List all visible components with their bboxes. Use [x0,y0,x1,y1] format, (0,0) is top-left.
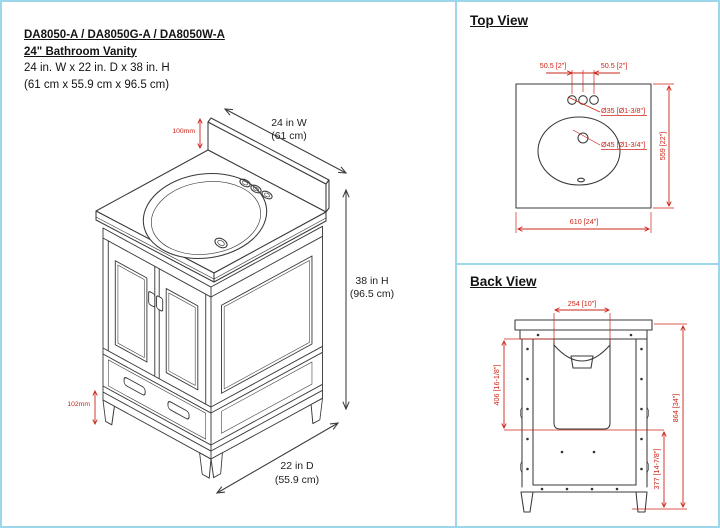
depth-label-cm: (55.9 cm) [275,474,319,486]
top-view-panel: Top View [457,2,718,265]
overflow-hole [577,177,585,183]
sink-basin [142,172,268,260]
cabinet-front-face [102,227,212,479]
overall-height-dimension: 864 [34"] [654,323,687,509]
opening-height-label: 406 [16-1/8"] [492,365,501,406]
faucet-holes-top [567,95,599,105]
overall-height-label: 864 [34"] [671,394,680,423]
back-view-heading: Back View [470,274,537,289]
drain-fitting [570,355,594,369]
back-opening [553,338,611,430]
model-numbers: DA8050-A / DA8050G-A / DA8050W-A [24,29,225,41]
base-height-dimension: 102mm [67,389,98,426]
hole-spacing-left-label: 50.5 [2"] [540,61,567,70]
side-panel [221,255,313,394]
drawer-handle-right [167,401,190,420]
product-name: 24" Bathroom Vanity [24,45,137,58]
door-knob-left [148,291,156,308]
sink-bowl-back [553,344,611,362]
depth-dimension: 22 in D (55.9 cm) [215,422,340,494]
back-stiles [519,338,650,488]
drain-diameter-label: Ø45 [Ø1-3/4"] [601,140,645,149]
width-label-in: 24 in W [271,117,307,129]
sink-top [537,116,621,186]
hole-spacing-dimension: 50.5 [2"] 50.5 [2"] [540,61,628,94]
back-view-drawing: 254 [10"] 406 [16-1/8"] 377 [14-7/8"] 86… [492,299,687,513]
hole-spacing-right-label: 50.5 [2"] [601,61,628,70]
width-label-cm: (61 cm) [271,130,307,142]
back-view-panel: Back View [457,265,718,526]
top-rail-back [519,329,648,340]
door-knob-right [156,295,164,312]
size-centimeters: (61 cm x 55.9 cm x 96.5 cm) [24,78,170,91]
height-label-in: 38 in H [355,275,388,287]
leg-right [310,397,323,425]
top-depth-dimension: 559 [22"] [653,83,674,209]
faucet-diameter-callout: Ø35 [Ø1-3/8"] [567,96,647,116]
isometric-panel: DA8050-A / DA8050G-A / DA8050W-A 24" Bat… [2,2,457,526]
opening-width-label: 254 [10"] [568,299,597,308]
screw-dots [526,333,643,491]
door-left-panel [114,260,148,363]
drawer-handle-left [123,377,146,396]
countertop-outline [515,83,652,209]
vanity-isometric-drawing: 24 in W (61 cm) 38 in H (96.5 cm) 22 in … [67,108,394,494]
backsplash-height-dimension: 100mm [172,117,203,150]
lower-height-label: 377 [14-7/8"] [652,449,661,490]
size-inches: 24 in. W x 22 in. D x 38 in. H [24,62,170,74]
opening-width-dimension: 254 [10"] [553,299,611,343]
back-foot-right [635,491,648,513]
top-depth-label: 559 [22"] [658,132,667,161]
cabinet-side-face [210,225,323,479]
lower-height-dimension: 377 [14-7/8"] [632,430,687,510]
drain-hole [214,237,228,249]
width-dimension: 24 in W (61 cm) [223,108,348,174]
back-foot-left [520,491,534,513]
door-right-panel [165,287,199,391]
top-view-drawing: 50.5 [2"] 50.5 [2"] Ø35 [Ø1-3/8"] Ø45 [Ø… [515,61,674,233]
top-view-heading: Top View [470,13,529,28]
drain-diameter-callout: Ø45 [Ø1-3/4"] [572,129,647,150]
top-width-label: 610 [24"] [570,217,599,226]
height-dimension: 38 in H (96.5 cm) [342,188,394,411]
title-block: DA8050-A / DA8050G-A / DA8050W-A 24" Bat… [24,27,225,93]
faucet-diameter-label: Ø35 [Ø1-3/8"] [601,106,645,115]
depth-label-in: 22 in D [280,460,314,472]
top-width-dimension: 610 [24"] [515,212,652,233]
backsplash-height-label: 100mm [172,128,195,135]
drawer-front [107,359,207,440]
base-height-label: 102mm [67,401,90,408]
leg-left [102,399,115,426]
leg-front [199,452,212,479]
opening-height-dimension: 406 [16-1/8"] [492,338,664,431]
drain-hole-top [577,132,589,144]
back-bottom [520,484,648,513]
height-label-cm: (96.5 cm) [350,288,394,300]
countertop-back [514,319,653,331]
faucet-holes [239,178,273,200]
